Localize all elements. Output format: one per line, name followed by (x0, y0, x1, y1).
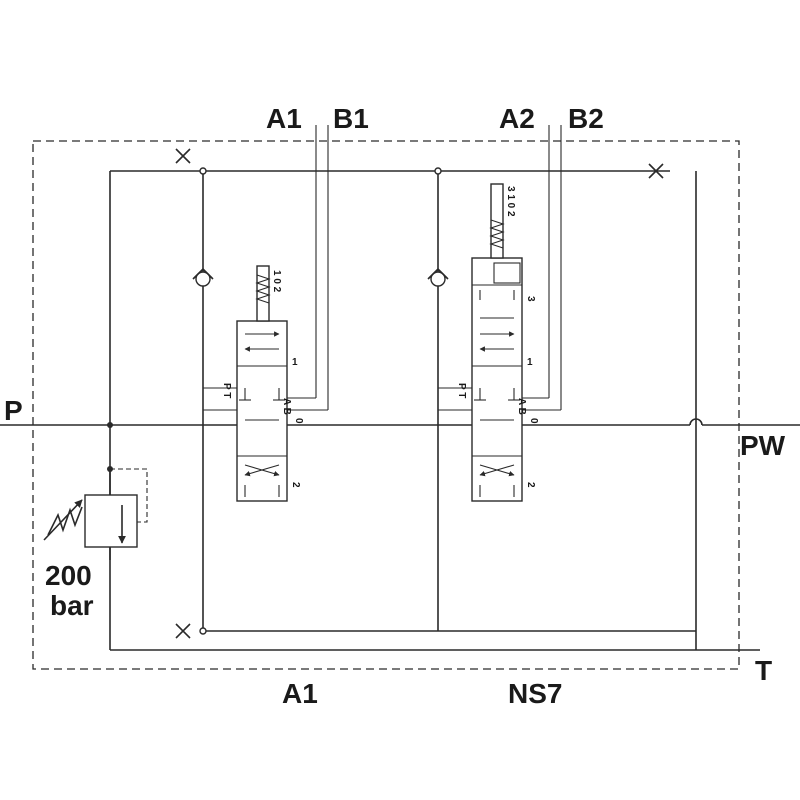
junction-dot (199, 167, 207, 175)
check-valve-2 (427, 267, 449, 287)
port-b2-label: B2 (568, 103, 604, 134)
pressure-unit: bar (50, 590, 94, 621)
valve2-pos-1-label: 1 (527, 357, 533, 368)
plug-marks (175, 148, 664, 639)
valve1-pos-2-label: 2 (290, 482, 301, 488)
port-pw-label: PW (740, 430, 786, 461)
valve1-ab-label: A B (281, 398, 292, 415)
pressure-value: 200 (45, 560, 92, 591)
adjustable-spring-icon (47, 506, 83, 536)
port-t-label: T (755, 655, 772, 686)
junction-dot (199, 627, 207, 635)
relief-valve (43, 468, 148, 560)
valve1-pos-1-label: 1 (292, 357, 298, 368)
valve2-pos-0-label: 0 (528, 418, 539, 424)
valve2-pos-2-label: 2 (525, 482, 536, 488)
junction-dot (107, 422, 113, 428)
valve2-pt-label: P T (456, 383, 467, 398)
valve2-ab-label: A B (516, 398, 527, 415)
footer-model-right: NS7 (508, 678, 562, 709)
junction-dot (434, 167, 442, 175)
port-a1-label: A1 (266, 103, 302, 134)
valve-block-boundary (32, 140, 740, 670)
valve2-pos-3-label: 3 (525, 296, 536, 302)
valve1-pos-0-label: 0 (293, 418, 304, 424)
pressure-gallery (0, 418, 800, 426)
valve1-spring-positions: 1 0 2 (271, 270, 282, 293)
spool-section-2 (438, 183, 523, 502)
valve1-pt-label: P T (221, 383, 232, 398)
footer-model-left: A1 (282, 678, 318, 709)
valve2-spring-positions: 3 1 0 2 (505, 186, 516, 217)
spool-section-1 (203, 265, 288, 502)
port-b1-label: B1 (333, 103, 369, 134)
port-a2-label: A2 (499, 103, 535, 134)
port-p-label: P (4, 395, 23, 426)
check-valve-1 (192, 267, 214, 287)
